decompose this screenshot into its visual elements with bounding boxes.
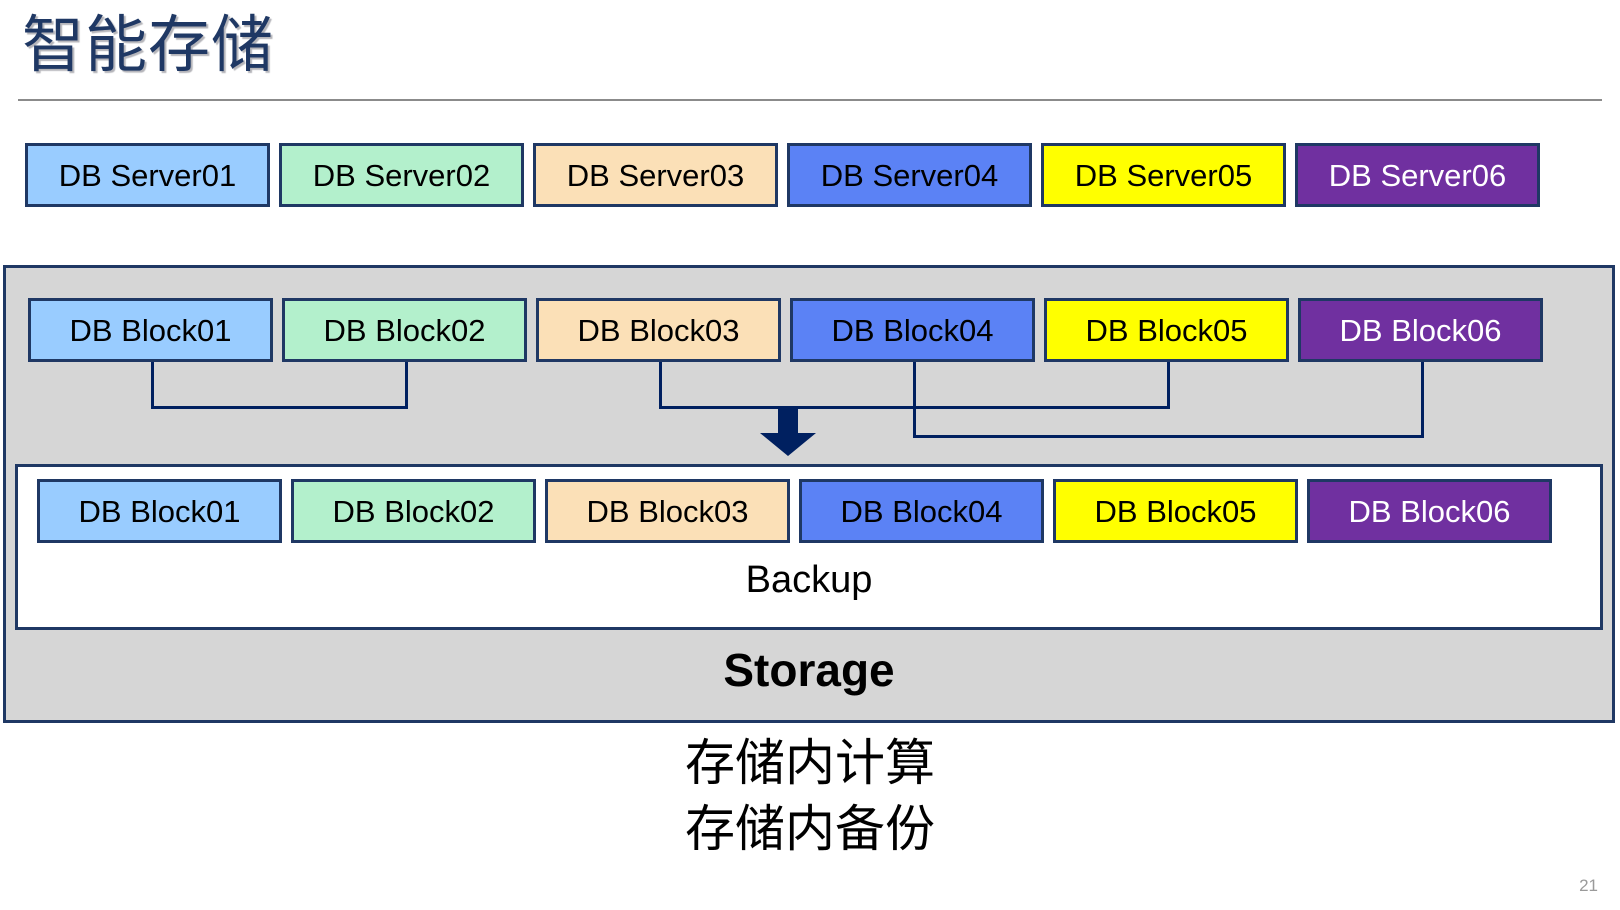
backup-block-box-5[interactable]: DB Block05 [1053, 479, 1298, 543]
connector-3-crossbar [913, 435, 1424, 438]
db-server-box-1[interactable]: DB Server01 [25, 143, 270, 207]
db-block-box-5[interactable]: DB Block05 [1044, 298, 1289, 362]
connector-2-right-leg [1167, 362, 1170, 406]
backup-block-box-3[interactable]: DB Block03 [545, 479, 790, 543]
connector-3-left-leg [913, 362, 916, 435]
db-block-box-6[interactable]: DB Block06 [1298, 298, 1543, 362]
backup-block-box-label: DB Block01 [78, 493, 241, 529]
connector-2-left-leg [659, 362, 662, 406]
caption-line-1: 存储内计算 [685, 735, 935, 791]
db-block-box-4[interactable]: DB Block04 [790, 298, 1035, 362]
db-block-box-2[interactable]: DB Block02 [282, 298, 527, 362]
db-block-box-label: DB Block05 [1085, 312, 1248, 348]
database-server-row: DB Server01 DB Server02 DB Server03 DB Serv… [0, 143, 1620, 207]
backup-label: Backup [745, 559, 873, 601]
backup-block-box-label: DB Block06 [1348, 493, 1511, 529]
backup-panel: DB Block01 DB Block02 DB Block03 DB Block04… [15, 464, 1603, 630]
db-server-box-label: DB Server02 [312, 157, 491, 193]
title-divider [18, 99, 1602, 101]
backup-block-box-label: DB Block05 [1094, 493, 1257, 529]
connector-1-crossbar [151, 406, 408, 409]
backup-block-box-label: DB Block04 [840, 493, 1003, 529]
backup-block-box-1[interactable]: DB Block01 [37, 479, 282, 543]
db-block-box-label: DB Block04 [831, 312, 994, 348]
db-block-box-label: DB Block06 [1339, 312, 1502, 348]
backup-block-box-4[interactable]: DB Block04 [799, 479, 1044, 543]
db-server-box-4[interactable]: DB Server04 [787, 143, 1032, 207]
db-block-box-3[interactable]: DB Block03 [536, 298, 781, 362]
backup-block-box-2[interactable]: DB Block02 [291, 479, 536, 543]
backup-block-row: DB Block01 DB Block02 DB Block03 DB Block04… [18, 479, 1600, 543]
storage-container: DB Block01 DB Block02 DB Block03 DB Block04… [3, 265, 1615, 723]
connector-1-left-leg [151, 362, 154, 406]
db-server-box-label: DB Server01 [58, 157, 237, 193]
db-server-box-label: DB Server04 [820, 157, 999, 193]
db-server-box-2[interactable]: DB Server02 [279, 143, 524, 207]
caption-line-2: 存储内备份 [685, 801, 935, 857]
db-server-box-label: DB Server05 [1074, 157, 1253, 193]
backup-block-box-label: DB Block03 [586, 493, 749, 529]
page-title: 智能存储 [22, 11, 275, 80]
db-server-box-label: DB Server06 [1328, 157, 1507, 193]
page-number: 21 [1579, 876, 1598, 895]
backup-block-box-label: DB Block02 [332, 493, 495, 529]
database-block-row: DB Block01 DB Block02 DB Block03 DB Block04… [6, 298, 1612, 362]
db-block-box-1[interactable]: DB Block01 [28, 298, 273, 362]
db-block-box-label: DB Block02 [323, 312, 486, 348]
db-server-box-3[interactable]: DB Server03 [533, 143, 778, 207]
db-server-box-label: DB Server03 [566, 157, 745, 193]
db-block-box-label: DB Block03 [577, 312, 740, 348]
copy-down-arrow [760, 408, 816, 456]
connector-1-right-leg [405, 362, 408, 406]
storage-label: Storage [723, 644, 895, 696]
connector-3-right-leg [1421, 362, 1424, 435]
backup-block-box-6[interactable]: DB Block06 [1307, 479, 1552, 543]
slide-caption: 存储内计算存储内备份 [0, 730, 1620, 862]
db-server-box-6[interactable]: DB Server06 [1295, 143, 1540, 207]
db-server-box-5[interactable]: DB Server05 [1041, 143, 1286, 207]
db-block-box-label: DB Block01 [69, 312, 232, 348]
